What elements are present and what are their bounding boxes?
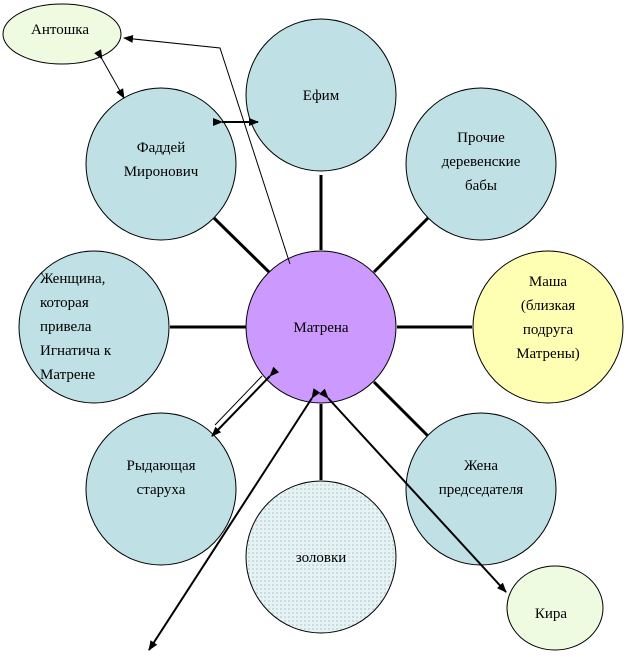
label-prochie: Прочие деревенские бабы (442, 130, 521, 194)
label-zolovki: золовки (296, 550, 347, 566)
spoke-zhena (372, 380, 430, 438)
node-label-line: старуха (137, 482, 186, 498)
node-zhenshchina[interactable] (18, 250, 170, 404)
arrow-center-antoshka (123, 34, 291, 265)
label-zhena: Жена председателя (439, 458, 524, 498)
label-ryday: Рыдающая старуха (126, 458, 195, 498)
node-efim[interactable] (245, 18, 397, 172)
arrow-ryday-center-thin (214, 375, 263, 426)
label-kira: Кира (535, 606, 568, 622)
label-antoshka: Антошка (31, 22, 89, 38)
node-faddey[interactable] (85, 87, 237, 241)
node-label-line: Женщина, (40, 271, 105, 287)
node-prochie[interactable] (405, 87, 557, 241)
arrow-center-downleft (148, 388, 321, 651)
node-label-line: привела (40, 319, 92, 335)
node-label-line: Миронович (124, 164, 199, 180)
node-label-line: Матрена (293, 320, 349, 336)
spoke-prochie (372, 216, 430, 274)
node-label-line: Ефим (303, 88, 340, 104)
node-label-line: Жена (464, 458, 498, 474)
spoke-faddey (212, 216, 271, 274)
node-label-line: председателя (439, 482, 524, 498)
node-label-line: Прочие (457, 130, 505, 146)
node-kira[interactable] (506, 565, 604, 651)
node-label-line: золовки (296, 550, 347, 566)
node-label-line: Кира (535, 606, 568, 622)
node-label-line: которая (40, 295, 89, 311)
arrow-center-ryday (211, 366, 280, 437)
label-efim: Ефим (303, 88, 340, 104)
node-label-line: Фаддей (137, 140, 185, 156)
node-label-line: Маша (529, 274, 568, 290)
arrow-antoshka-faddey (94, 49, 125, 99)
node-label-line: деревенские (442, 154, 521, 170)
node-label-line: Рыдающая (126, 458, 195, 474)
node-label-line: подруга (523, 322, 574, 338)
label-center: Матрена (293, 320, 349, 336)
node-label-line: Матрене (40, 367, 96, 383)
arrow-center-kira (318, 388, 507, 593)
node-label-line: Матрены) (516, 346, 580, 362)
node-label-line: бабы (465, 178, 497, 194)
node-label-line: (близкая (521, 298, 575, 314)
node-label-line: Антошка (31, 22, 89, 38)
node-label-line: Игнатича к (40, 343, 112, 359)
node-masha[interactable] (472, 250, 624, 404)
node-antoshka[interactable] (2, 3, 122, 65)
